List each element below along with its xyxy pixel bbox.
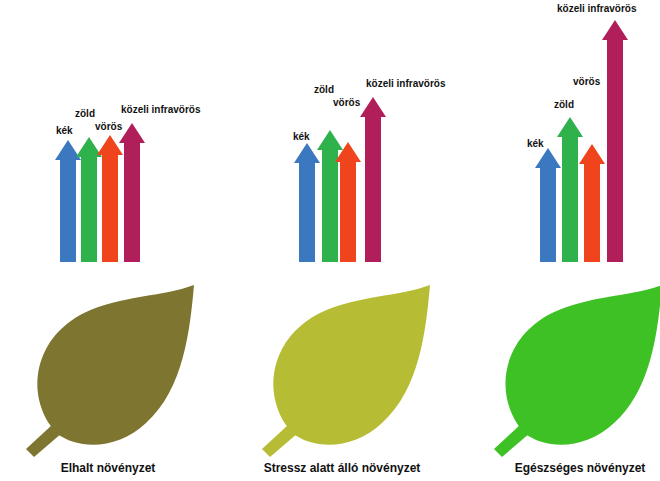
spectrum-arrow xyxy=(579,144,605,262)
band-label: zöld xyxy=(313,84,335,96)
spectrum-arrow xyxy=(535,148,561,262)
spectrum-arrow xyxy=(335,142,361,262)
vegetation-caption: Stressz alatt álló növényzet xyxy=(262,461,423,475)
band-label: közeli infravörös xyxy=(556,3,637,15)
band-label: vörös xyxy=(572,76,601,88)
band-label: vörös xyxy=(94,121,123,133)
dead-leaf xyxy=(26,285,194,457)
band-label: zöld xyxy=(553,99,575,111)
band-label: vörös xyxy=(332,97,361,109)
band-label: kék xyxy=(292,131,311,143)
stressed-leaf xyxy=(262,285,430,457)
band-label: kék xyxy=(526,138,545,150)
spectrum-arrow xyxy=(360,97,386,262)
spectrum-arrow xyxy=(602,20,628,262)
spectrum-arrow xyxy=(55,140,81,262)
vegetation-caption: Elhalt növényzet xyxy=(59,461,158,475)
band-label: zöld xyxy=(74,108,96,120)
vegetation-caption: Egészséges növényzet xyxy=(513,461,648,475)
spectrum-arrow xyxy=(294,143,320,262)
band-label: közeli infravörös xyxy=(120,104,201,116)
band-label: kék xyxy=(55,125,74,137)
spectrum-arrows xyxy=(55,20,628,262)
band-label: közeli infravörös xyxy=(365,78,446,90)
spectrum-arrow xyxy=(76,137,102,262)
spectrum-arrow xyxy=(557,117,583,262)
spectrum-arrow xyxy=(97,135,123,262)
spectrum-arrow xyxy=(317,130,343,262)
spectrum-arrow xyxy=(119,123,145,262)
healthy-leaf xyxy=(494,285,660,457)
